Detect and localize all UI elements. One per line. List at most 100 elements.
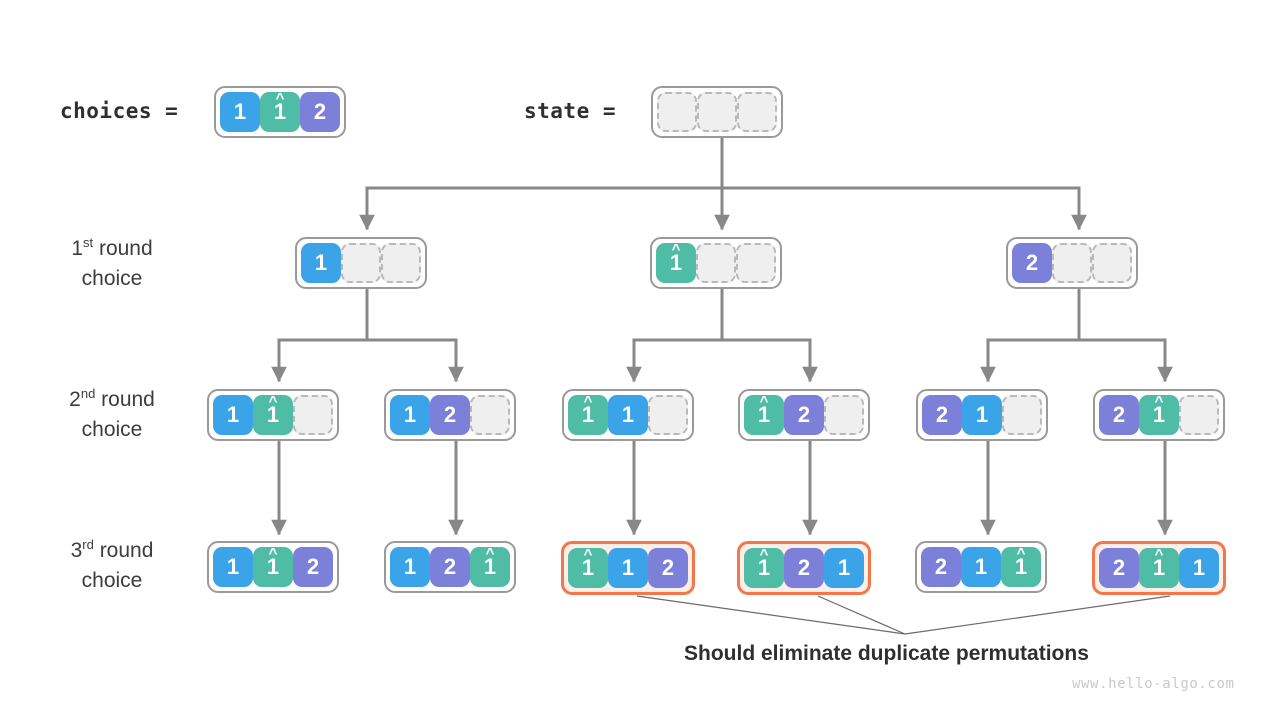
- cell-number: 1: [1014, 554, 1028, 579]
- caret-hat-icon: ^: [275, 90, 285, 107]
- cell-value-1: 1: [220, 92, 260, 132]
- hat-number: ^1: [1014, 546, 1028, 579]
- round-1-line2: choice: [81, 266, 143, 290]
- cell-value-2: 2: [430, 395, 470, 435]
- cell-number: 2: [797, 555, 811, 580]
- cell-value-1-hat: ^1: [568, 547, 608, 588]
- caret-hat-icon: ^: [1016, 545, 1026, 562]
- cell-value-1: 1: [390, 395, 430, 435]
- cell-empty: [736, 243, 776, 283]
- cell-number: 1: [621, 555, 635, 580]
- cell-value-2: 2: [921, 547, 961, 587]
- choices-array: 1 ^1 2: [214, 86, 346, 138]
- cell-number: 2: [934, 554, 948, 579]
- cell-number: 2: [797, 402, 811, 427]
- cell-value-1-hat: ^1: [1001, 546, 1041, 587]
- caret-hat-icon: ^: [671, 241, 681, 258]
- caret-hat-icon: ^: [759, 546, 769, 563]
- round-3-ordinal: 3: [70, 539, 83, 562]
- cell-value-2: 2: [648, 548, 688, 588]
- hat-number: ^1: [758, 547, 770, 579]
- caret-hat-icon: ^: [1154, 393, 1164, 410]
- cell-number: 1: [581, 555, 595, 580]
- cell-empty: [824, 395, 864, 435]
- caret-hat-icon: ^: [268, 393, 278, 410]
- state-array: [651, 86, 783, 138]
- cell-number: 1: [757, 402, 771, 427]
- hat-number: ^1: [757, 394, 771, 427]
- cell-value-2: 2: [300, 92, 340, 132]
- round-1-suffix: st: [83, 235, 94, 250]
- caption-text: Should eliminate duplicate permutations: [684, 642, 1089, 665]
- hat-number: ^1: [670, 242, 682, 274]
- cell-number: 2: [1025, 250, 1039, 275]
- cell-value-1: 1: [213, 547, 253, 587]
- cell-number: 1: [1152, 555, 1166, 580]
- cell-empty: [381, 243, 421, 283]
- cell-value-1-hat: ^1: [470, 546, 510, 587]
- cell-number: 1: [837, 555, 851, 580]
- cell-empty: [657, 92, 697, 132]
- cell-value-1: 1: [301, 243, 341, 283]
- round-3-line2: choice: [81, 568, 143, 592]
- cell-number: 1: [1152, 402, 1166, 427]
- cell-number: 2: [1112, 555, 1126, 580]
- hat-number: ^1: [483, 546, 497, 579]
- cell-value-1-hat: ^1: [1139, 394, 1179, 435]
- cell-value-1-hat: ^1: [656, 242, 696, 283]
- cell-number: 2: [443, 402, 457, 427]
- round-2-line2: choice: [81, 417, 143, 441]
- tree-node-r1-2: ^1: [650, 237, 782, 289]
- round-2-word: round: [95, 388, 155, 411]
- round-label-2: 2nd round choice: [22, 385, 202, 445]
- cell-empty: [737, 92, 777, 132]
- cell-value-2: 2: [430, 547, 470, 587]
- cell-number: 1: [266, 554, 280, 579]
- caption-leader-lines: [636, 595, 1171, 635]
- cell-number: 1: [266, 402, 280, 427]
- caret-hat-icon: ^: [485, 545, 495, 562]
- cell-number: 1: [581, 402, 595, 427]
- cell-value-1: 1: [1179, 548, 1219, 588]
- cell-value-1-hat: ^1: [1139, 547, 1179, 588]
- round-1-ordinal: 1: [71, 237, 83, 260]
- cell-number: 1: [226, 554, 240, 579]
- watermark: www.hello-algo.com: [1072, 676, 1235, 692]
- cell-empty: [1179, 395, 1219, 435]
- cell-value-2: 2: [784, 548, 824, 588]
- hat-number: ^1: [1152, 547, 1166, 580]
- caret-hat-icon: ^: [268, 545, 278, 562]
- cell-number: 2: [1112, 402, 1126, 427]
- cell-value-2: 2: [293, 547, 333, 587]
- cell-number: 1: [233, 99, 247, 124]
- choices-label: choices =: [60, 99, 179, 123]
- cell-number: 2: [935, 402, 949, 427]
- cell-number: 1: [621, 402, 635, 427]
- round-label-1: 1st round choice: [22, 234, 202, 294]
- cell-empty: [1002, 395, 1042, 435]
- caret-hat-icon: ^: [583, 393, 593, 410]
- cell-value-1: 1: [961, 547, 1001, 587]
- cell-number: 1: [226, 402, 240, 427]
- cell-empty: [696, 243, 736, 283]
- tree-node-r1-3: 2: [1006, 237, 1138, 289]
- cell-number: 1: [483, 554, 497, 579]
- cell-empty: [697, 92, 737, 132]
- cell-value-1-hat: ^1: [568, 394, 608, 435]
- tree-node-r2-4: ^1 2: [738, 389, 870, 441]
- hat-number: ^1: [274, 91, 286, 123]
- hat-number: ^1: [581, 394, 595, 427]
- round-label-3: 3rd round choice: [22, 536, 202, 596]
- cell-value-1-hat: ^1: [744, 394, 784, 435]
- hat-number: ^1: [1152, 394, 1166, 427]
- cell-value-2: 2: [784, 395, 824, 435]
- cell-number: 2: [661, 555, 675, 580]
- cell-value-2: 2: [1012, 243, 1052, 283]
- caret-hat-icon: ^: [759, 393, 769, 410]
- round-3-suffix: rd: [82, 537, 94, 552]
